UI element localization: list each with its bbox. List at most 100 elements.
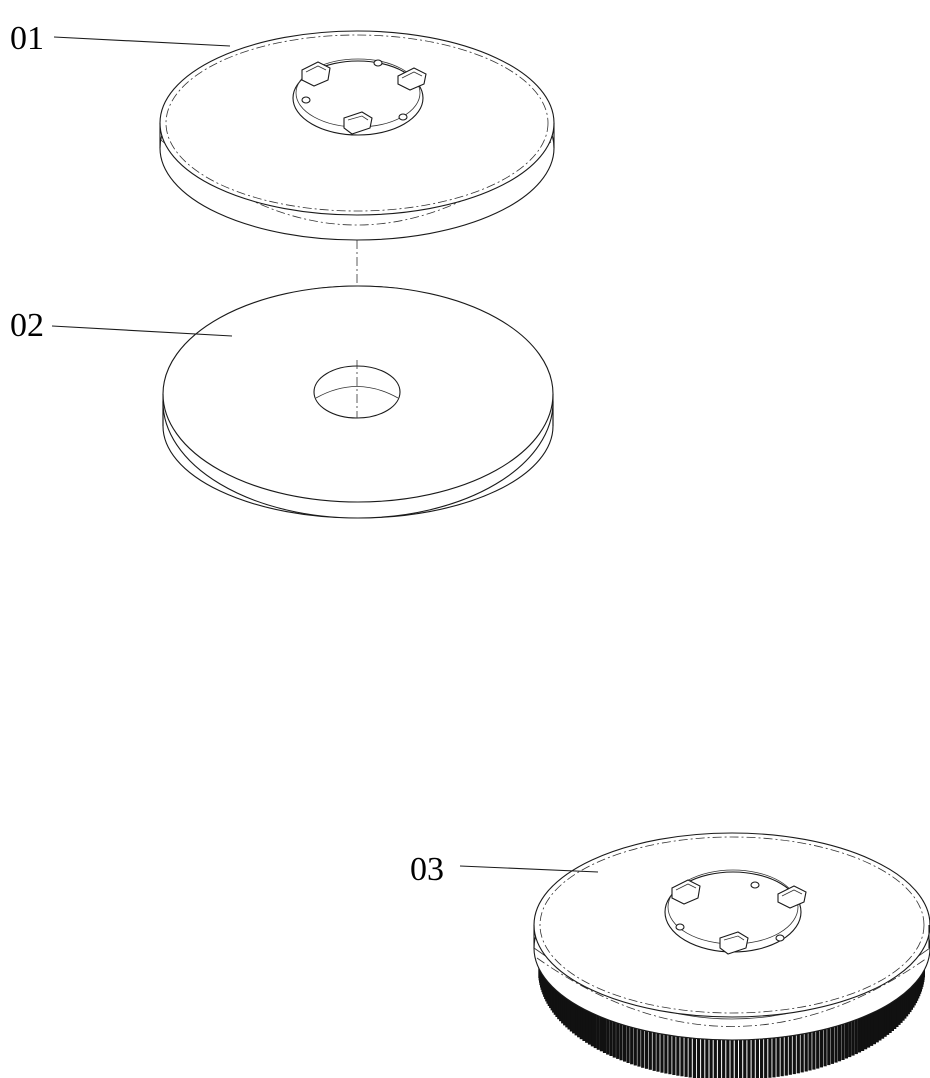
bristle	[854, 1010, 858, 1055]
bristle	[644, 1022, 649, 1069]
bristle	[901, 982, 905, 1021]
leader-line-01	[53, 36, 231, 47]
bristle	[857, 1009, 862, 1053]
bristle	[726, 1032, 730, 1078]
bristle	[881, 997, 885, 1039]
bristle	[567, 989, 571, 1030]
bristle	[630, 1018, 634, 1065]
bristle	[776, 1029, 780, 1077]
part-02-pad	[162, 285, 554, 519]
bristle	[648, 1023, 652, 1070]
bristle	[830, 1018, 834, 1064]
bristle	[861, 1007, 865, 1051]
bristle	[864, 1006, 868, 1050]
bristle	[709, 1031, 713, 1078]
leader-line-02	[51, 325, 233, 337]
bristle	[680, 1028, 684, 1077]
bristle	[599, 1008, 603, 1052]
bristle	[870, 1003, 874, 1046]
label-02: 02	[10, 307, 44, 344]
bristle	[890, 991, 894, 1031]
bristle	[656, 1025, 660, 1072]
bristle	[905, 979, 909, 1017]
bristle	[572, 993, 576, 1034]
bristle	[713, 1031, 717, 1078]
bristle	[569, 991, 573, 1032]
bristle	[555, 979, 559, 1017]
bristle	[755, 1031, 759, 1078]
bristle	[844, 1014, 848, 1059]
bristle	[851, 1011, 855, 1056]
bristle	[747, 1031, 751, 1078]
bristle	[848, 1012, 852, 1058]
bristle	[760, 1030, 764, 1078]
bristle	[734, 1032, 738, 1078]
bristle	[751, 1031, 755, 1078]
bristle	[660, 1025, 664, 1073]
bristle	[819, 1021, 823, 1068]
part-03-brush	[533, 832, 930, 1078]
bristle	[623, 1016, 627, 1062]
bristle	[672, 1027, 676, 1075]
bristle	[633, 1019, 637, 1066]
bristle	[606, 1010, 610, 1055]
bristle	[768, 1030, 772, 1078]
bristle	[796, 1026, 800, 1074]
bristle	[563, 986, 567, 1026]
bristle	[688, 1029, 692, 1078]
part-03-hub	[664, 869, 807, 955]
bristle	[664, 1026, 668, 1074]
bristle	[553, 977, 557, 1015]
bristle	[899, 984, 903, 1023]
bristle	[705, 1031, 709, 1078]
bristle	[739, 1031, 743, 1078]
bristle	[878, 999, 882, 1041]
bristle	[590, 1004, 594, 1047]
bristle	[565, 988, 569, 1028]
leader-line-03	[459, 865, 599, 873]
bristle	[596, 1006, 600, 1050]
bristle	[888, 992, 892, 1033]
bristle	[641, 1021, 645, 1068]
bristle	[808, 1024, 812, 1071]
bristle	[593, 1005, 597, 1049]
bristle	[792, 1027, 796, 1075]
bristle	[619, 1015, 623, 1061]
part-01-plate	[159, 30, 555, 241]
bristle	[676, 1028, 680, 1076]
label-01: 01	[10, 20, 44, 57]
bristle	[717, 1031, 722, 1078]
bristle	[823, 1020, 827, 1067]
bristle	[772, 1029, 776, 1078]
bristle	[804, 1024, 808, 1072]
bristle	[780, 1028, 784, 1077]
bristle	[602, 1009, 607, 1053]
part-01-hub	[292, 58, 427, 136]
bristle	[701, 1031, 705, 1078]
bristle	[616, 1014, 620, 1059]
bristle	[834, 1017, 838, 1063]
bristle	[609, 1012, 613, 1056]
bristle	[816, 1022, 820, 1069]
bristle	[788, 1027, 792, 1075]
bristle	[906, 977, 910, 1015]
bristle	[587, 1002, 592, 1045]
bristle	[872, 1002, 876, 1045]
bristle	[579, 998, 583, 1040]
bristle	[582, 999, 586, 1041]
bristle	[692, 1030, 696, 1078]
bristle	[684, 1029, 688, 1077]
bristle	[612, 1013, 616, 1058]
bristle	[886, 994, 890, 1035]
bristle	[637, 1020, 641, 1067]
bristle	[722, 1031, 726, 1078]
label-03: 03	[410, 851, 444, 888]
bristle	[585, 1001, 589, 1043]
bristle	[841, 1015, 845, 1060]
bristle	[800, 1025, 804, 1073]
bristle	[626, 1017, 630, 1063]
bristle	[743, 1031, 747, 1078]
bristle	[837, 1016, 842, 1062]
bristle	[696, 1030, 701, 1078]
